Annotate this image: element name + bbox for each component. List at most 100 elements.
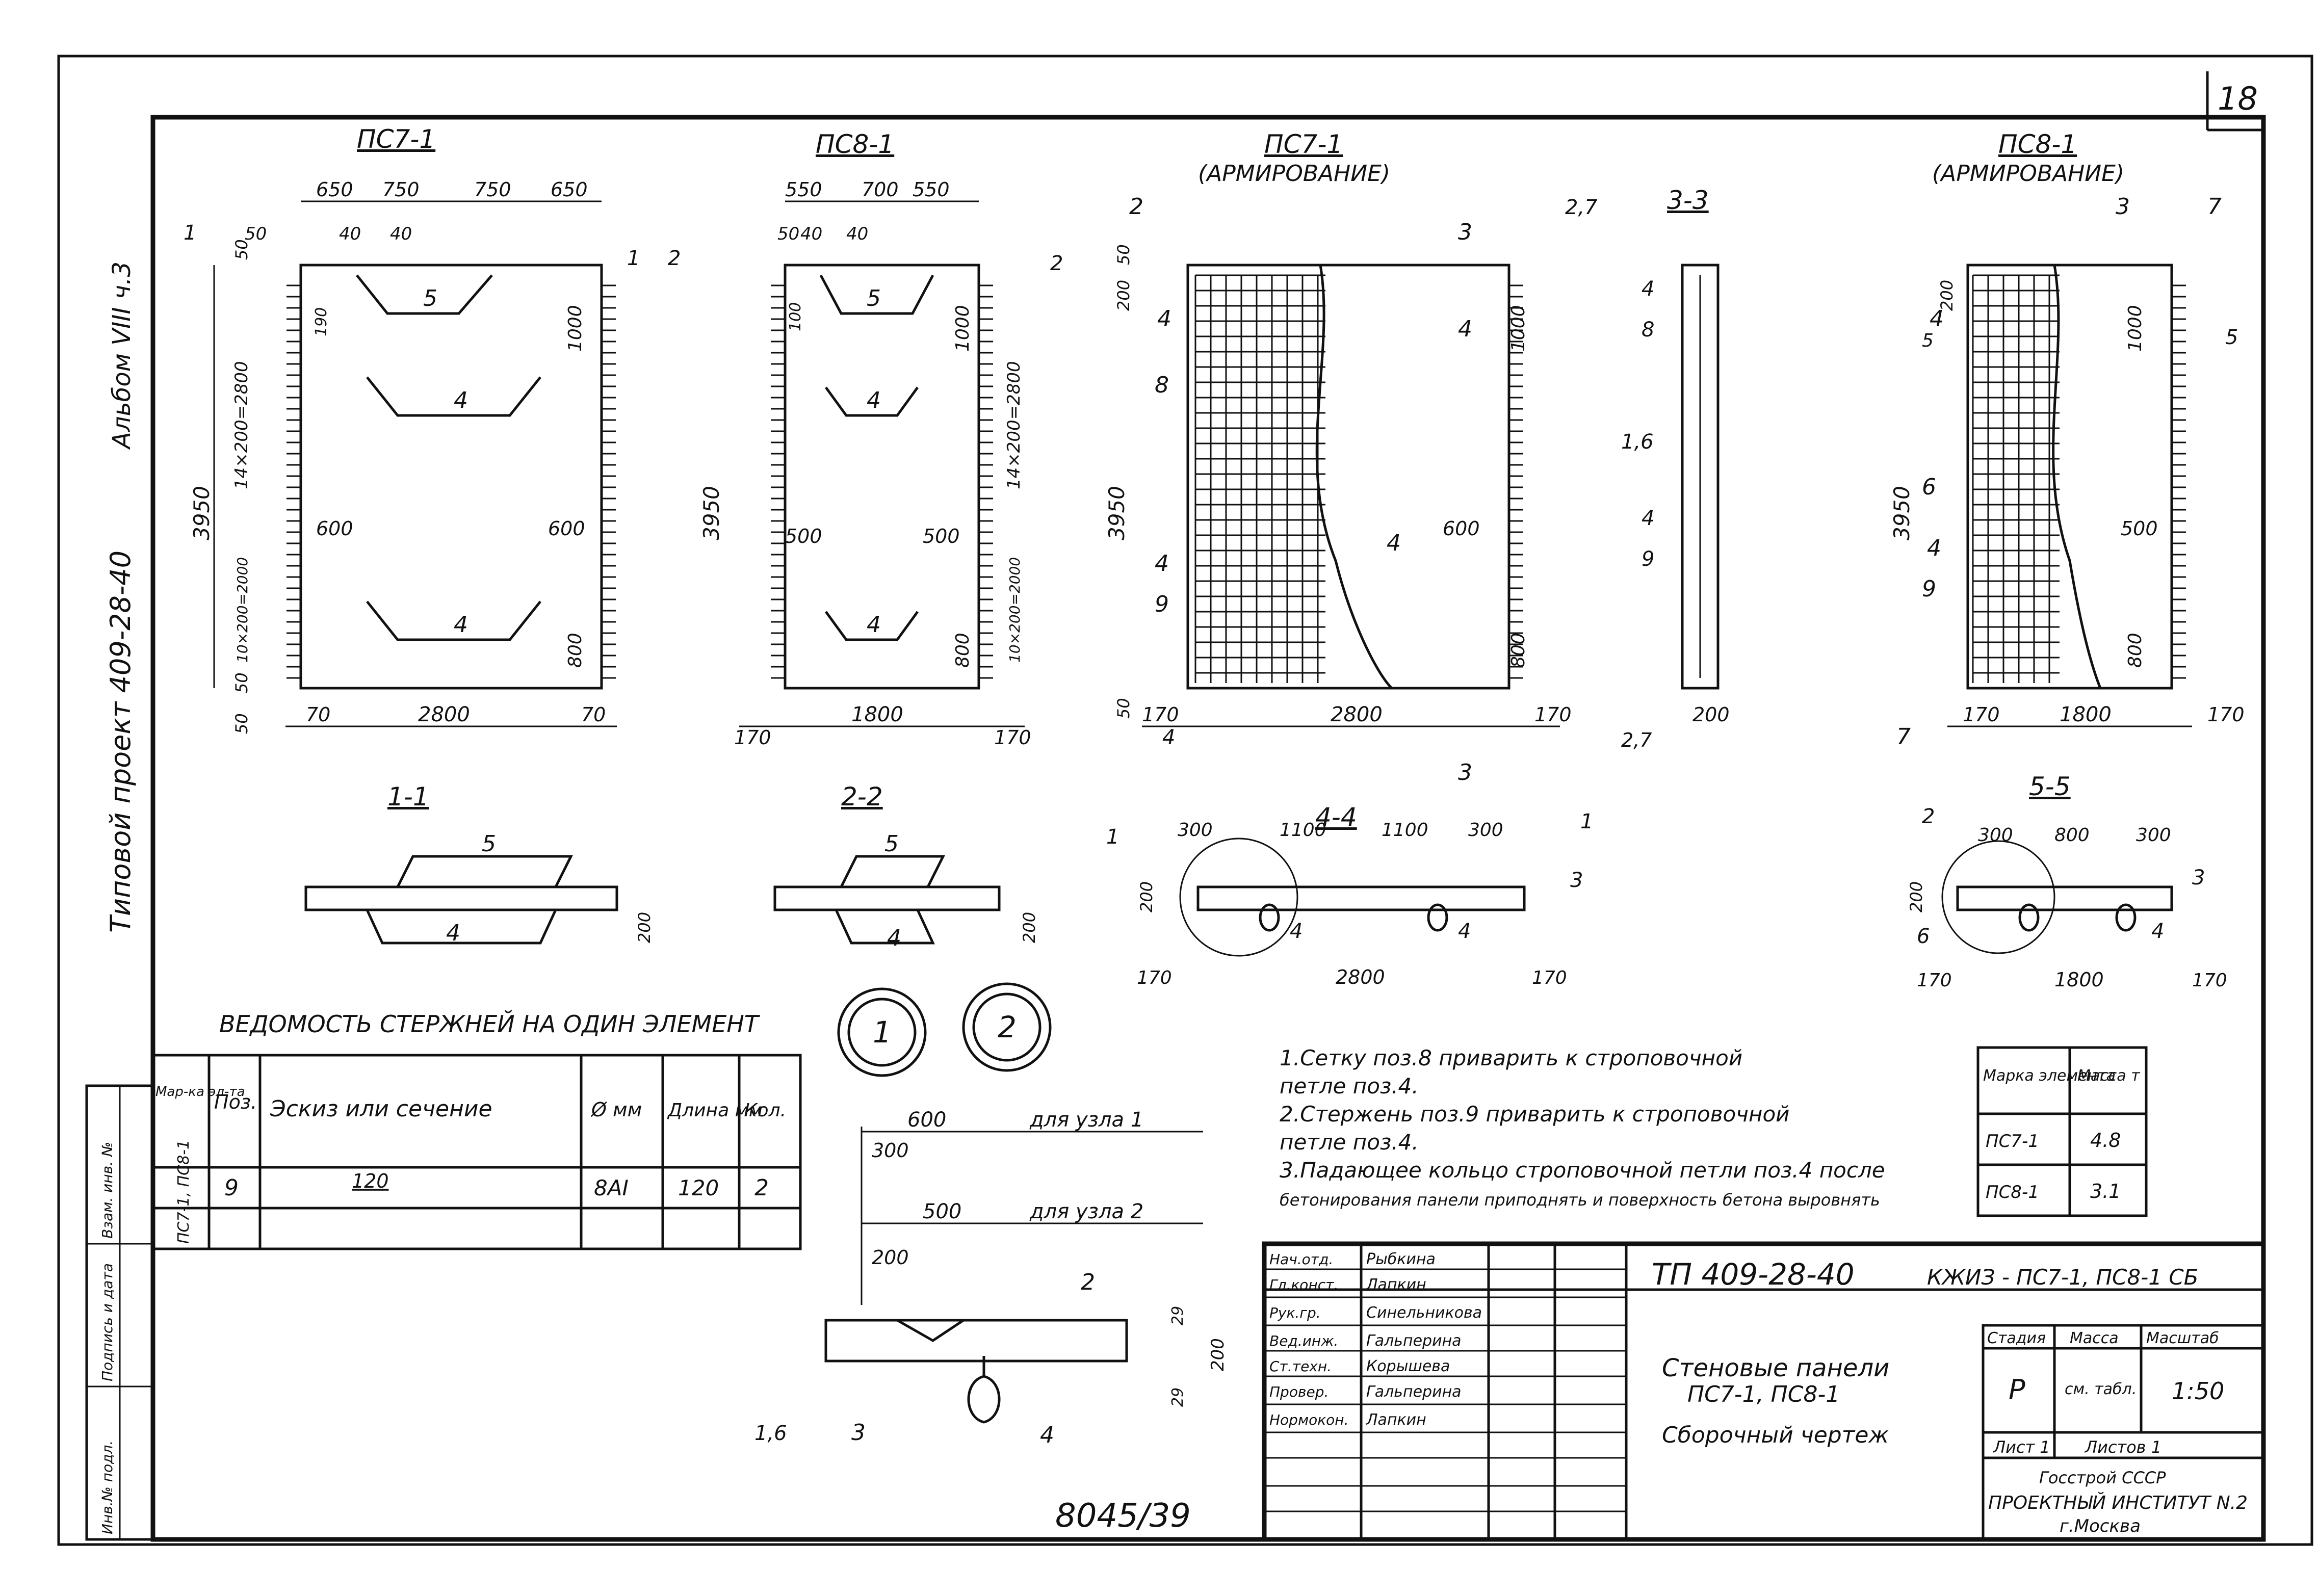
bs-r0-dia: 8AI xyxy=(594,1175,629,1200)
pc71a-l7: 4 xyxy=(1458,316,1472,342)
pc71-dim-t0: 650 xyxy=(316,178,353,201)
pc71a-dim-b0: 170 xyxy=(1142,703,1179,726)
s22-pos4: 4 xyxy=(887,925,901,951)
note-0: 1.Сетку поз.8 приварить к строповочной xyxy=(1280,1045,1742,1070)
detail-uzel1: для узла 1 xyxy=(1029,1108,1143,1132)
pc71a-dim-top-small2: 200 xyxy=(1114,280,1133,311)
pc71a-dim-top-small: 50 xyxy=(1114,244,1133,265)
pc71-dim-t3: 650 xyxy=(551,178,588,201)
tb-s3-role: Вед.инж. xyxy=(1269,1332,1338,1349)
pc81-dim-t21: 40 xyxy=(800,224,822,244)
detail-r1: 200 xyxy=(1208,1338,1228,1371)
tb-stage: Р xyxy=(2009,1374,2025,1406)
pc71a-dim-600: 600 xyxy=(1443,517,1480,540)
pc71a-dim-right2: 800 xyxy=(1508,633,1529,668)
pc81-pos5: 5 xyxy=(867,285,881,311)
tb-org2: ПРОЕКТНЫЙ ИНСТИТУТ N.2 xyxy=(1988,1492,2248,1513)
pc81-dim-r1: 1000 xyxy=(952,305,973,352)
pc71a-dim-right: 1000 xyxy=(1508,305,1529,352)
detail-r0: 29 xyxy=(1169,1306,1187,1325)
stamp-cell-1: Инв.№ подл. xyxy=(99,1441,116,1534)
view-pc71-title: ПС7-1 xyxy=(357,124,435,154)
view-pc81: ПС8-1 5 4 4 550 700 550 50 40 40 3950 14… xyxy=(668,129,1063,749)
pc81-dim-b2: 170 xyxy=(994,726,1031,749)
pc71a-l6: 2,7 xyxy=(1565,196,1598,219)
detail-600: 600 xyxy=(907,1108,946,1132)
section-1-1: 1-1 5 4 200 xyxy=(304,782,654,946)
pc71-dim-r1: 1000 xyxy=(565,305,586,352)
bs-r0-pos: 9 xyxy=(224,1175,239,1201)
pc71-mark-b: 1 xyxy=(627,247,640,270)
pc81a-dim-top: 200 xyxy=(1937,280,1957,311)
tb-org3: г.Москва xyxy=(2060,1516,2141,1536)
tb-stage-h: Стадия xyxy=(1987,1329,2046,1347)
bs-r0-mark: ПС7-1, ПС8-1 xyxy=(175,1140,193,1244)
pc71a-l1: 4 xyxy=(1157,306,1171,332)
pc81-dim-t1: 700 xyxy=(862,178,899,201)
s44-l2: 3 xyxy=(1570,869,1583,892)
section-2-2: 2-2 5 4 200 xyxy=(773,782,1039,951)
pc71a-l4: 9 xyxy=(1155,591,1169,617)
tb-s5-role: Провер. xyxy=(1269,1383,1329,1400)
tb-scale-h: Масштаб xyxy=(2146,1329,2219,1347)
stamp-cell-3: Взам. инв. № xyxy=(99,1142,116,1239)
bs-r0-len: 120 xyxy=(678,1175,719,1200)
pc71-dim-b2: 70 xyxy=(581,703,606,726)
pc71-dim-600a: 600 xyxy=(316,517,353,540)
s22-dim: 200 xyxy=(1020,912,1039,943)
pc71-dim-l2: 50 xyxy=(232,713,251,734)
inner-frame xyxy=(150,115,2266,1542)
s55-t0: 300 xyxy=(1978,825,2013,846)
tb-name1: Стеновые панели xyxy=(1662,1354,1889,1382)
bs-h0: Мар-ка эл-та xyxy=(155,1084,245,1100)
pc81a-l6: 9 xyxy=(1922,576,1936,602)
s55-l3: 4 xyxy=(2151,920,2164,943)
edge-ticks xyxy=(771,284,785,679)
sec33-l2: 1,6 xyxy=(1621,430,1654,454)
pc81-dim-mid: 14×200=2800 xyxy=(1004,361,1024,489)
pc71-dim-mid2: 10×200=2000 xyxy=(234,557,251,663)
pc81-dim-t22: 40 xyxy=(846,224,868,244)
bar-schedule: ВЕДОМОСТЬ СТЕРЖНЕЙ НА ОДИН ЭЛЕМЕНТ Мар-к… xyxy=(151,1010,802,1250)
svg-text:1: 1 xyxy=(873,1015,892,1050)
tb-s1-name: Лапкин xyxy=(1366,1276,1426,1294)
pc71-dim-l1: 50 xyxy=(232,672,251,693)
tb-sheets: Листов 1 xyxy=(2085,1437,2161,1457)
s44-b2: 170 xyxy=(1532,967,1567,988)
pc71a-l10: 3 xyxy=(1458,760,1472,786)
pc81a-l2: 4 xyxy=(1930,306,1944,332)
pc81-dim-500a: 500 xyxy=(785,525,822,547)
node-1-marker: 1 xyxy=(837,987,927,1077)
pc81a-dim-b0: 170 xyxy=(1963,703,2000,726)
s11-dim: 200 xyxy=(635,912,654,943)
sec33-l0: 4 xyxy=(1642,277,1654,301)
view-pc81a-title: ПС8-1 xyxy=(1998,129,2077,159)
edge-ticks xyxy=(2172,284,2186,679)
pc71-dim-600b: 600 xyxy=(548,517,585,540)
tb-name2: ПС7-1, ПС8-1 xyxy=(1687,1381,1840,1407)
sec33-l3: 4 xyxy=(1642,507,1654,530)
tb-s0-name: Рыбкина xyxy=(1366,1250,1436,1268)
tb-s1-role: Гл.конст. xyxy=(1269,1276,1338,1293)
note-5: бетонирования панели приподнять и поверх… xyxy=(1280,1190,1880,1210)
bs-r0-sketch: 120 xyxy=(352,1170,389,1192)
detail-300: 300 xyxy=(872,1139,909,1162)
edge-ticks xyxy=(602,284,616,679)
tb-s2-name: Синельникова xyxy=(1366,1304,1482,1322)
pc71-dim-small: 190 xyxy=(312,307,330,336)
s11-pos4: 4 xyxy=(446,920,460,946)
detail-l3: 4 xyxy=(1040,1422,1054,1448)
outer-frame xyxy=(57,55,2313,1546)
s22-pos5: 5 xyxy=(884,831,899,857)
tb-name3: Сборочный чертеж xyxy=(1662,1422,1889,1448)
tb-s2-role: Рук.гр. xyxy=(1269,1304,1321,1321)
detail-l0: 2 xyxy=(1081,1269,1095,1295)
project-label: Типовой проект 409-28-40 xyxy=(105,551,137,933)
s44-b0: 170 xyxy=(1137,967,1172,988)
pc81-pos4a: 4 xyxy=(867,387,881,413)
pc71-dim-t20: 50 xyxy=(245,224,267,244)
note-1: петле поз.4. xyxy=(1280,1074,1419,1098)
s55-b0: 170 xyxy=(1917,970,1952,991)
mt-h0: Марка элемента xyxy=(1983,1067,2116,1085)
